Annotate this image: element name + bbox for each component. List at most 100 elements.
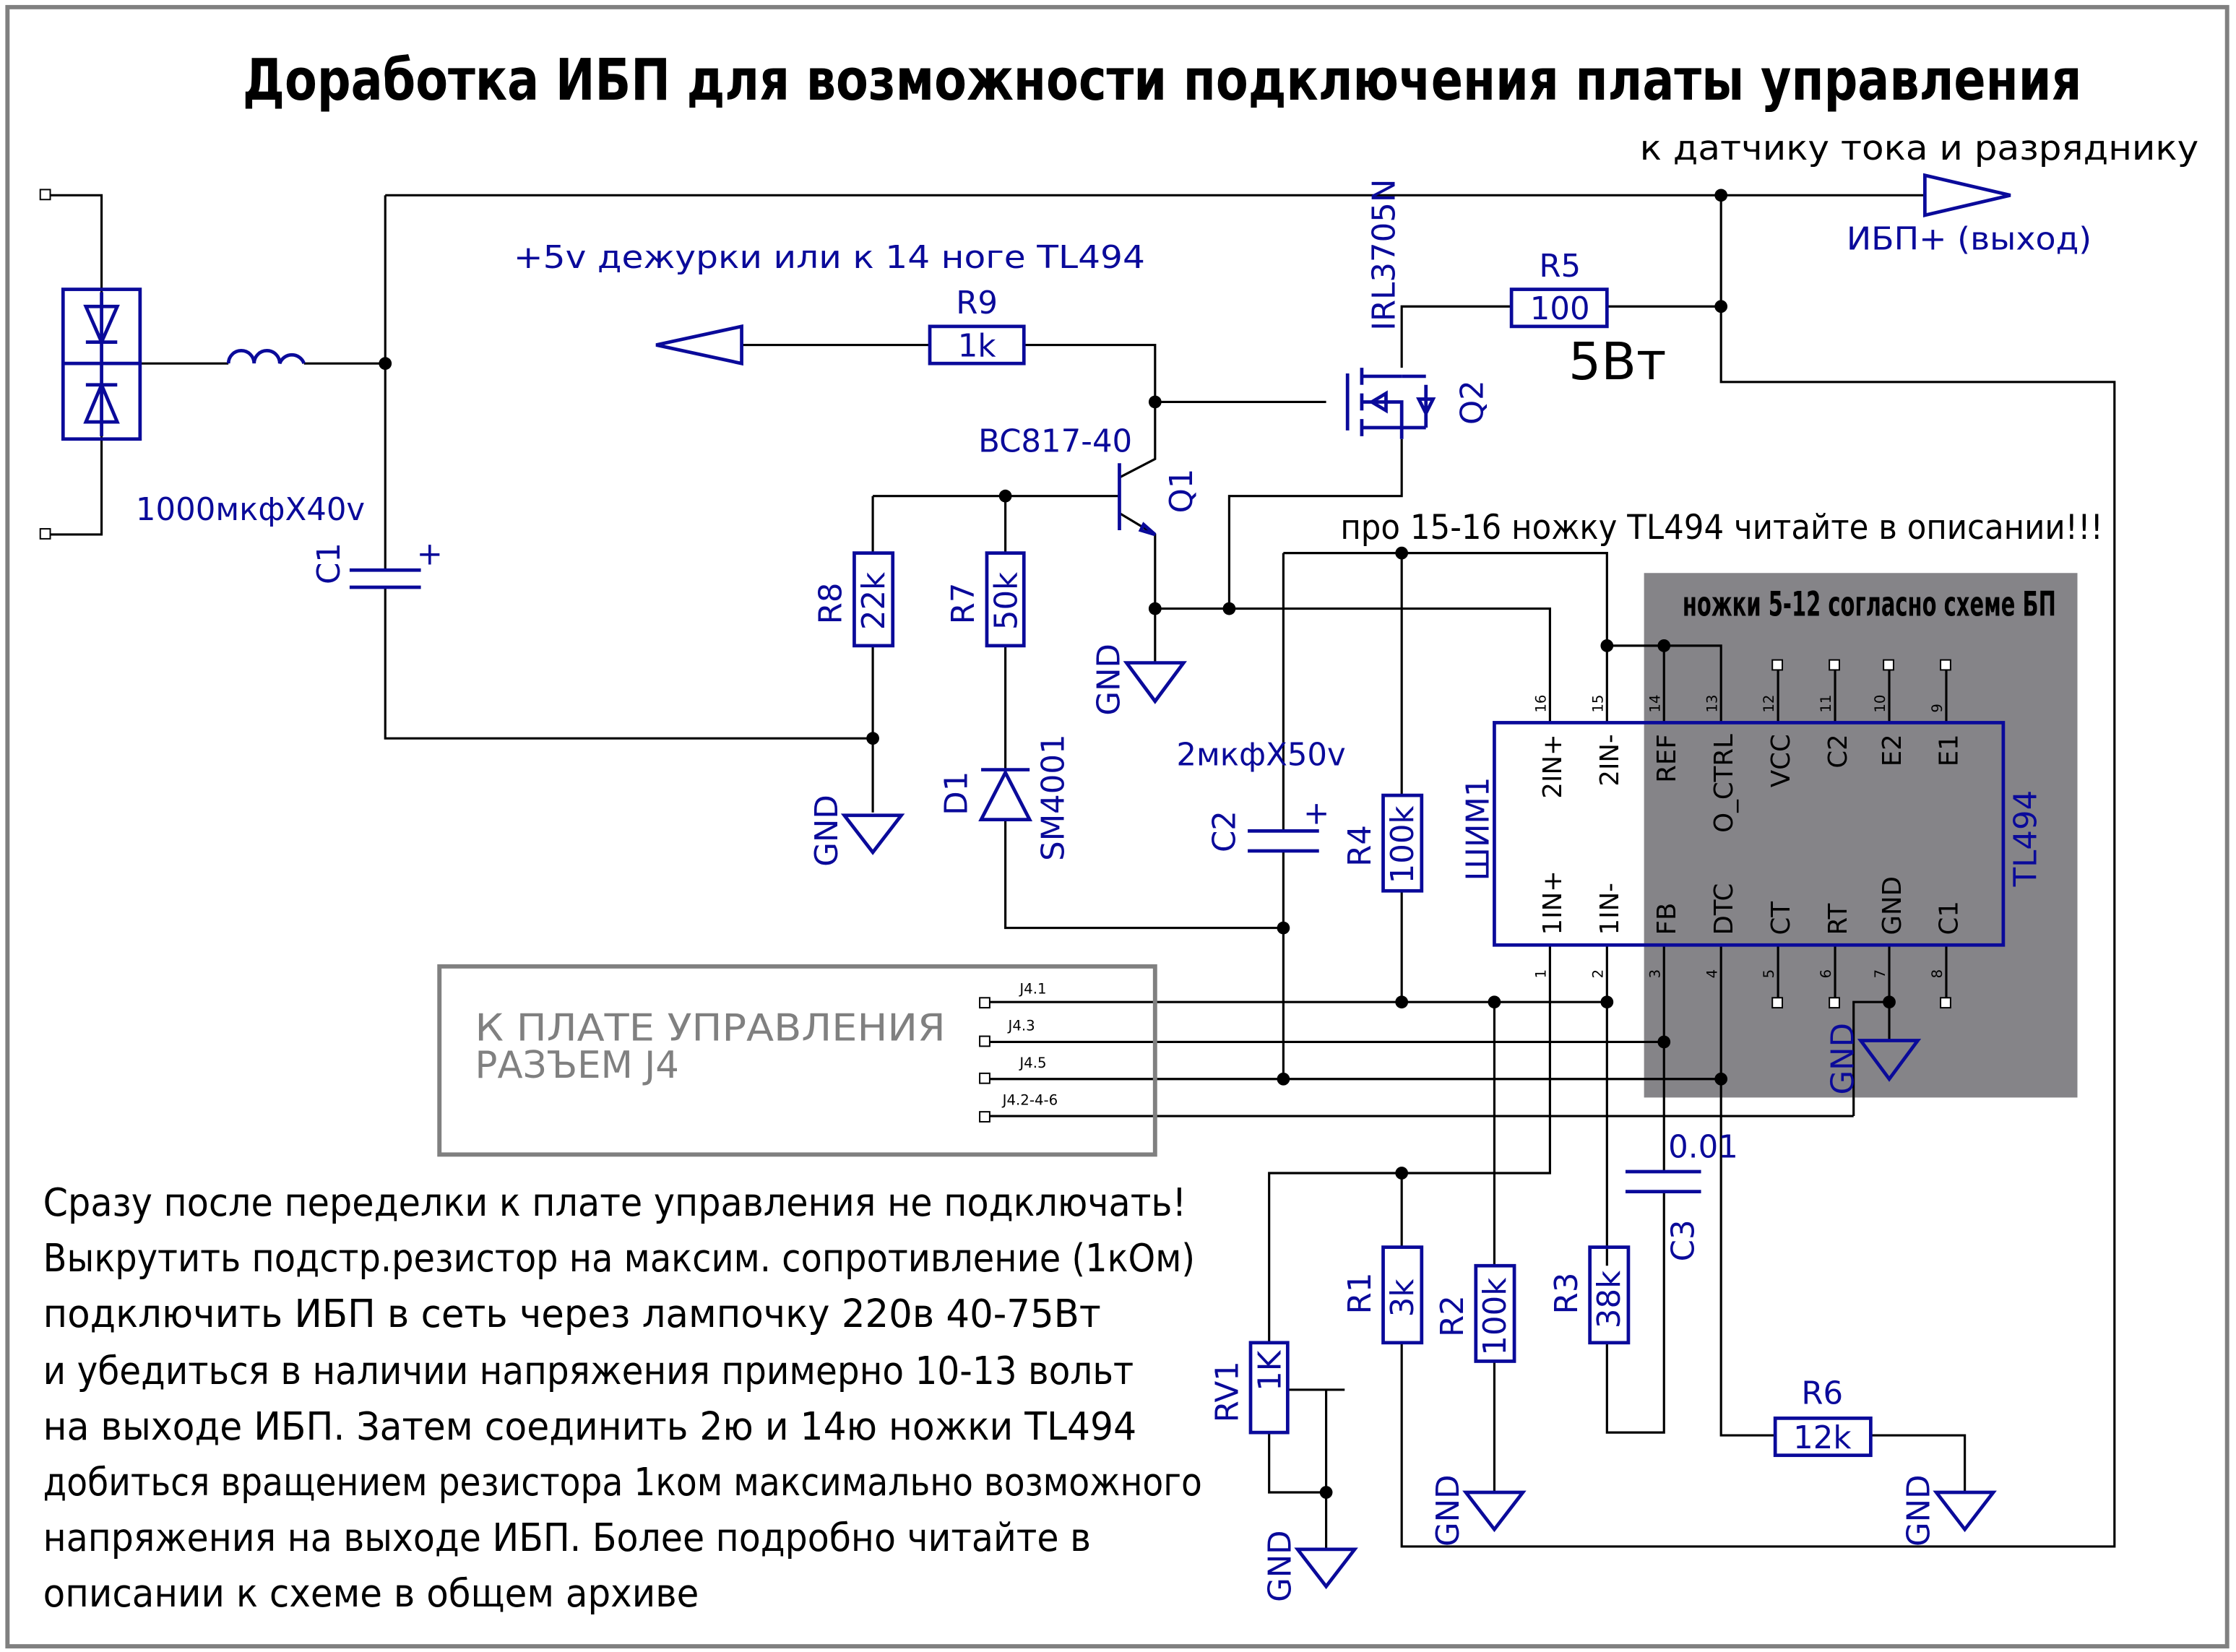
note-current-sensor: к датчику тока и разряднику (1640, 129, 2199, 168)
pin-number: 7 (1872, 969, 1888, 979)
page-title: Доработка ИБП для возможности подключени… (243, 47, 2081, 113)
pin-name: C1 (1935, 901, 1964, 935)
potentiometer-rv1 (1248, 1341, 1290, 1435)
r7-value: 50k (988, 571, 1024, 630)
instructions: Сразу после переделки к плате управления… (43, 1180, 1202, 1616)
connector-title: К ПЛАТЕ УПРАВЛЕНИЯ (475, 1006, 946, 1050)
connector-pin: J4.3 (1007, 1018, 1035, 1034)
instruction-line: Выкрутить подстр.резистор на максим. соп… (43, 1236, 1195, 1281)
r1-value: 3k (1385, 1279, 1421, 1318)
pin-name: 1IN- (1595, 883, 1625, 935)
capacitor-c2 (1248, 829, 1319, 853)
junctions (379, 189, 1896, 1499)
output-label: ИБП+ (выход) (1847, 221, 2092, 257)
r8-ref: R8 (813, 583, 850, 625)
gnd-label: GND (1901, 1474, 1937, 1547)
c2-ref: C2 (1207, 810, 1243, 852)
instruction-line: подключить ИБП в сеть через лампочку 220… (43, 1292, 1101, 1336)
connector-subtitle: РАЗЪЕМ J4 (475, 1044, 679, 1087)
ic-ref: ШИМ1 (1461, 777, 1497, 881)
ic-tl494 (1493, 721, 2006, 947)
r3-ref: R3 (1549, 1273, 1585, 1315)
pin-name: 1IN+ (1538, 870, 1568, 935)
resistor-r6 (1773, 1417, 1873, 1458)
gnd-label: GND (1430, 1474, 1467, 1547)
standby-port-arrow-icon (655, 324, 743, 366)
pin-number: 6 (1818, 969, 1834, 979)
rv1-ref: RV1 (1209, 1361, 1246, 1422)
q2-ref: Q2 (1455, 380, 1491, 425)
c2-value: 2мкфX50v (1176, 738, 1345, 774)
capacitor-c3 (1625, 1169, 1701, 1194)
standby-label: +5v дежурки или к 14 ноге TL494 (514, 240, 1145, 276)
pin-name: FB (1652, 903, 1682, 935)
c1-value: 1000мкфX40v (136, 492, 365, 528)
pin-number: 8 (1929, 969, 1946, 979)
c2-plus: + (1303, 796, 1329, 832)
r6-value: 12k (1793, 1420, 1852, 1456)
pin-number: 4 (1704, 969, 1720, 979)
d1-ref: D1 (938, 771, 975, 816)
resistor-r1 (1381, 1245, 1424, 1345)
resistor-r8 (852, 551, 895, 648)
pin-name: REF (1652, 734, 1682, 783)
pin-number: 10 (1872, 695, 1888, 713)
r4-value: 100k (1385, 805, 1421, 884)
pin-number: 5 (1761, 969, 1777, 979)
pin-name: 2IN+ (1538, 734, 1568, 798)
c3-value: 0.01 (1668, 1129, 1738, 1165)
pin-name: CT (1766, 901, 1796, 935)
gnd-symbols (840, 661, 1997, 1590)
instruction-line: Сразу после переделки к плате управления… (43, 1180, 1187, 1225)
c3-ref: C3 (1666, 1219, 1702, 1261)
resistor-r5 (1509, 287, 1609, 329)
r7-ref: R7 (946, 583, 982, 625)
r9-ref: R9 (956, 285, 998, 321)
pin-name: GND (1878, 876, 1907, 935)
pin-name: E1 (1935, 734, 1964, 766)
connector-j4 (437, 964, 1157, 1157)
gnd-label: GND (1091, 644, 1127, 716)
ic-pins: 162IN+11IN+152IN-21IN-14REF3FB13O_CTRL4D… (1532, 695, 1964, 979)
connector-pin: J4.1 (1018, 980, 1046, 997)
pin-name: C2 (1823, 734, 1853, 768)
r5-power: 5Вт (1568, 332, 1666, 392)
pin-number: 13 (1704, 695, 1720, 713)
note-pins-15-16: про 15-16 ножку TL494 читайте в описании… (1340, 508, 2103, 548)
instruction-line: напряжения на выходе ИБП. Более подробно… (43, 1515, 1091, 1560)
r2-value: 100k (1477, 1277, 1514, 1356)
inductor-icon (226, 349, 306, 365)
gnd-label: GND (809, 795, 845, 867)
diode-d1 (978, 768, 1033, 821)
resistor-r7 (985, 551, 1026, 648)
r6-ref: R6 (1801, 1376, 1843, 1412)
r8-value: 22k (856, 571, 892, 630)
pin-number: 15 (1589, 695, 1606, 713)
pins-5-12-region (1644, 573, 2078, 1098)
rv1-value: 1K (1252, 1349, 1288, 1391)
gnd-label: GND (1262, 1530, 1298, 1602)
pin-number: 2 (1589, 969, 1606, 979)
q1-ref: Q1 (1164, 469, 1200, 514)
pin-name: RT (1823, 903, 1853, 935)
r5-value: 100 (1530, 291, 1590, 327)
pin-number: 14 (1646, 695, 1663, 713)
r1-ref: R1 (1342, 1273, 1378, 1315)
mosfet-q2 (1345, 368, 1436, 439)
r2-ref: R2 (1435, 1295, 1471, 1337)
transistor-q1 (1118, 463, 1157, 537)
pin-name: DTC (1709, 883, 1739, 935)
connector-pin: J4.5 (1018, 1055, 1046, 1071)
pin-number: 12 (1761, 695, 1777, 713)
q2-value: IRL3705N (1366, 179, 1402, 331)
pin-number: 1 (1532, 969, 1549, 979)
pin-number: 16 (1532, 695, 1549, 713)
q1-value: BC817-40 (978, 424, 1132, 460)
r5-ref: R5 (1539, 248, 1581, 285)
note-pins-5-12: ножки 5-12 согласно схеме БП (1683, 584, 2056, 624)
connector-pin: J4.2-4-6 (1001, 1091, 1058, 1108)
pin-name: E2 (1878, 734, 1907, 766)
ic-value: TL494 (2008, 790, 2044, 888)
pin-number: 11 (1818, 695, 1834, 713)
